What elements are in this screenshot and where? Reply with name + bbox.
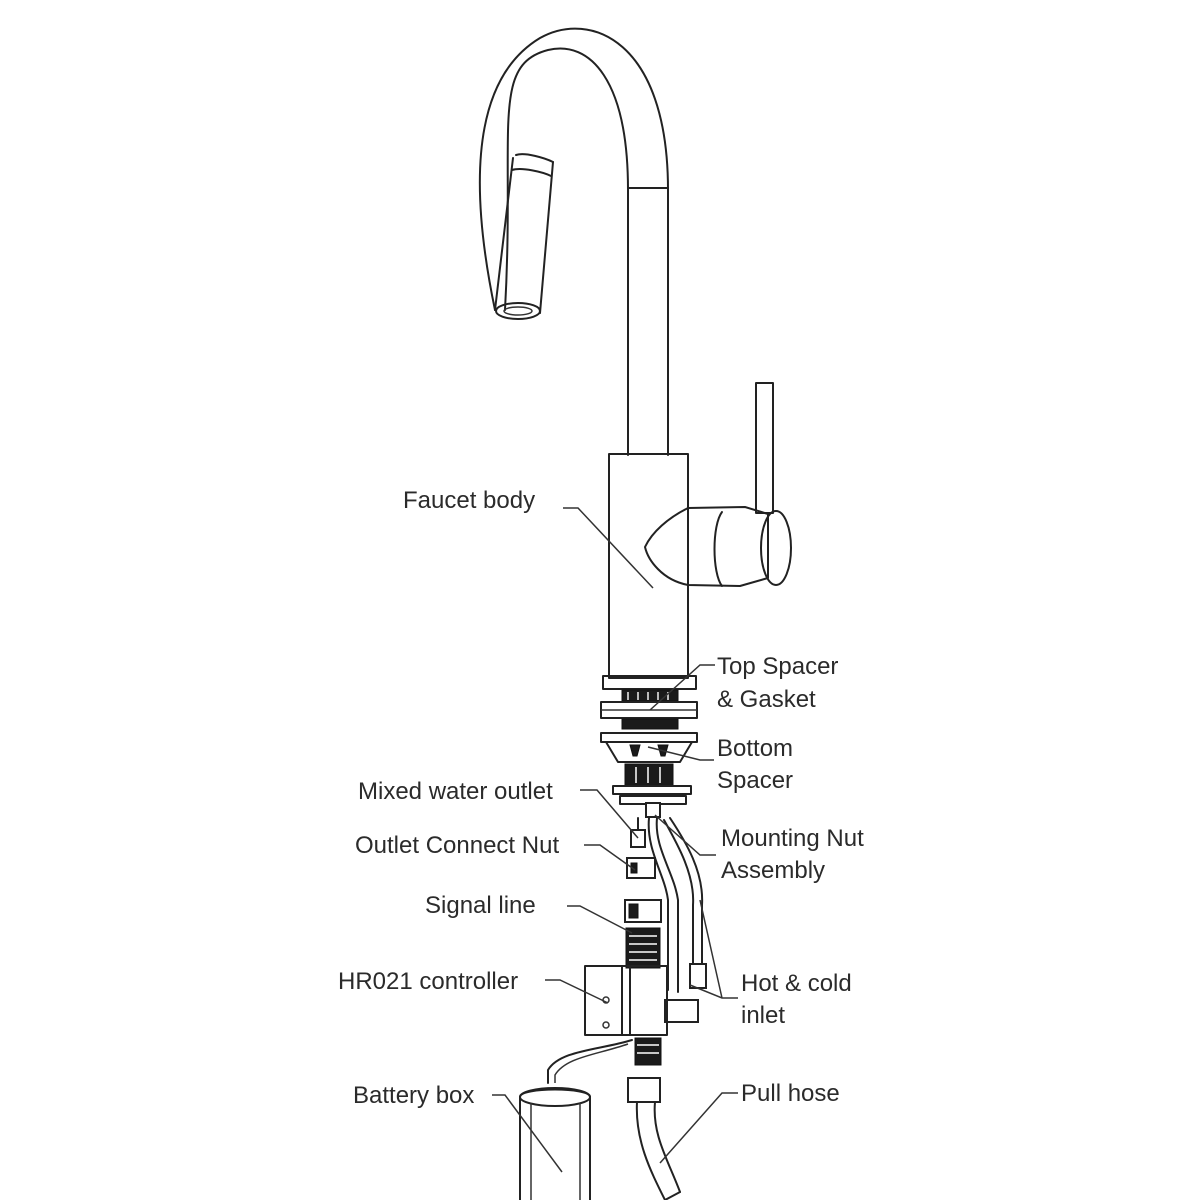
mounting-nut-assembly (612, 763, 692, 818)
label-battery-box: Battery box (353, 1082, 474, 1109)
label-bottom-spacer-line2: Spacer (717, 767, 793, 794)
label-pull-hose: Pull hose (741, 1080, 840, 1107)
spout (478, 27, 669, 456)
label-top-spacer-line1: Top Spacer (717, 653, 838, 680)
label-hot-cold-line2: inlet (741, 1002, 785, 1029)
outlet-connect-stack (624, 817, 662, 969)
label-mounting-nut-line1: Mounting Nut (721, 825, 864, 852)
battery-box (519, 1039, 633, 1200)
faucet-body (608, 453, 689, 679)
label-hr021-controller: HR021 controller (338, 968, 518, 995)
label-top-spacer-line2: & Gasket (717, 686, 816, 713)
label-hot-cold-line1: Hot & cold (741, 970, 852, 997)
label-outlet-connect-nut: Outlet Connect Nut (355, 832, 559, 859)
label-bottom-spacer-line1: Bottom (717, 735, 793, 762)
label-mixed-water-outlet: Mixed water outlet (358, 778, 553, 805)
label-faucet-body: Faucet body (403, 487, 535, 514)
handle (644, 382, 792, 587)
label-signal-line: Signal line (425, 892, 536, 919)
top-spacer-gasket (600, 675, 698, 730)
hr021-controller (584, 965, 668, 1066)
leader-lines (492, 507, 738, 1173)
label-mounting-nut-line2: Assembly (721, 857, 825, 884)
pull-hose (627, 1077, 681, 1200)
spray-head (494, 157, 554, 320)
